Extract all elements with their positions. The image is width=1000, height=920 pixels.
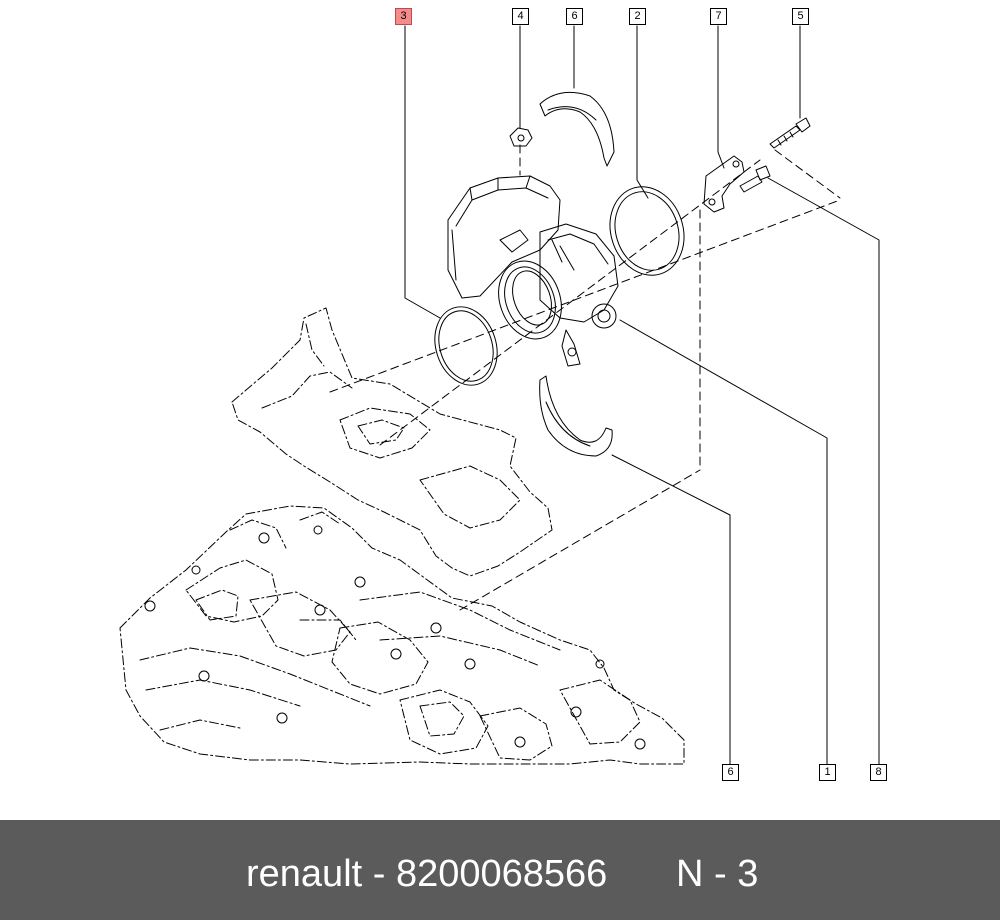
callout-1-bottom[interactable]: 1 <box>819 764 836 781</box>
exploded-parts-diagram <box>119 25 880 766</box>
callout-2-top[interactable]: 2 <box>629 8 646 25</box>
seal-ring-2 <box>609 186 685 276</box>
brand-part-number: renault - 8200068566 <box>246 853 608 895</box>
callout-5-top[interactable]: 5 <box>792 8 809 25</box>
throttle-body-1 <box>447 175 619 367</box>
reference-number: N - 3 <box>676 853 759 895</box>
intake-plenum <box>231 307 553 577</box>
bracket-7 <box>703 155 745 213</box>
callout-7-top[interactable]: 7 <box>710 8 727 25</box>
callout-6-bottom[interactable]: 6 <box>722 764 739 781</box>
callout-6-top[interactable]: 6 <box>566 8 583 25</box>
callout-4-top[interactable]: 4 <box>512 8 529 25</box>
screw-5 <box>769 117 811 149</box>
nut-4 <box>509 127 533 147</box>
clip-6-top <box>539 91 615 167</box>
footer-bar: renault - 8200068566 N - 3 <box>0 820 1000 920</box>
cylinder-head-bolts <box>144 525 646 750</box>
assembly-dashes <box>329 144 841 611</box>
callout-8-bottom[interactable]: 8 <box>870 764 887 781</box>
screw-8 <box>739 165 771 193</box>
leader-lines <box>404 25 880 766</box>
cylinder-head <box>119 505 685 765</box>
callout-3-top[interactable]: 3 <box>395 8 412 25</box>
seal-ring-3 <box>434 306 498 386</box>
clip-6-bottom <box>539 375 613 457</box>
